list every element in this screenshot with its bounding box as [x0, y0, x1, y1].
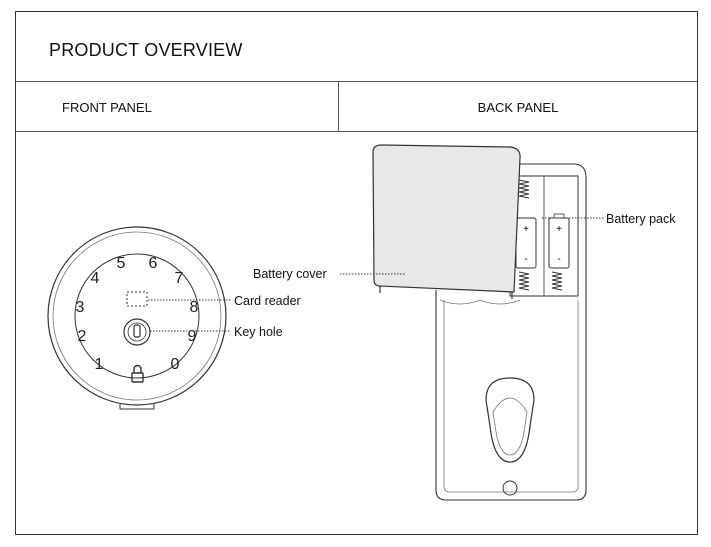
- overview-frame: PRODUCT OVERVIEW FRONT PANEL BACK PANEL: [15, 11, 698, 535]
- front-lock-inner-ring: [52, 231, 222, 401]
- front-lock-center-disc: [74, 253, 200, 379]
- battery-pack-callout: Battery pack: [606, 212, 676, 226]
- battery-mark: +: [556, 224, 562, 235]
- battery-terminal: [553, 213, 565, 219]
- keypad-digit: 8: [190, 299, 199, 316]
- back-lock-screw-hole: [502, 480, 518, 496]
- battery-cover-latches: [379, 286, 513, 299]
- keypad-digit: 5: [117, 255, 126, 272]
- keypad-digit: 4: [91, 270, 100, 287]
- key-hole-inner-ring: [127, 322, 147, 342]
- page-title: PRODUCT OVERVIEW: [49, 40, 243, 60]
- thumb-turn: [485, 377, 535, 463]
- battery-mark: -: [557, 254, 560, 265]
- battery-mark: +: [523, 224, 529, 235]
- lock-icon: [131, 364, 144, 383]
- card-reader-icon: [126, 291, 148, 307]
- back-lock-inner-edge: [443, 300, 579, 493]
- key-hole-icon: [123, 318, 151, 346]
- battery-springs: [518, 179, 563, 291]
- keypad-digits: 1 2 3 4 5 6 7 8 9 0: [76, 255, 199, 373]
- back-panel-label: BACK PANEL: [477, 100, 559, 115]
- panel-label-row: FRONT PANEL BACK PANEL: [16, 82, 697, 132]
- header: PRODUCT OVERVIEW: [16, 12, 697, 82]
- front-panel-header: FRONT PANEL: [16, 82, 339, 131]
- back-panel-header: BACK PANEL: [339, 82, 697, 131]
- back-lock-body: [435, 290, 587, 501]
- keypad-digit: 6: [149, 255, 158, 272]
- battery-cover-callout: Battery cover: [253, 267, 327, 281]
- keypad-digit: 3: [76, 299, 85, 316]
- keypad-digit: 7: [175, 270, 184, 287]
- keypad-digit: 1: [95, 356, 104, 373]
- back-lock: [435, 163, 587, 501]
- keypad-digit: 0: [171, 356, 180, 373]
- key-hole-callout: Key hole: [234, 325, 283, 339]
- battery-compartment-edge: [520, 163, 587, 290]
- front-panel-label: FRONT PANEL: [62, 100, 152, 115]
- keypad-digit: 9: [188, 328, 197, 345]
- battery-mark: -: [524, 254, 527, 265]
- back-leader-lines: [340, 217, 604, 275]
- front-leader-lines: [148, 299, 231, 332]
- thumb-turn-inner: [492, 397, 528, 456]
- front-lock-outer-ring: [47, 226, 227, 406]
- battery-tray-lip: [439, 299, 521, 305]
- front-lock-bottom-tab: [119, 404, 155, 410]
- front-lock: [47, 226, 227, 410]
- key-slot: [133, 324, 141, 338]
- battery-polarity-marks: + - + -: [523, 224, 562, 265]
- keypad-digit: 2: [78, 328, 87, 345]
- battery-cover[interactable]: [372, 144, 521, 293]
- card-reader-callout: Card reader: [234, 294, 301, 308]
